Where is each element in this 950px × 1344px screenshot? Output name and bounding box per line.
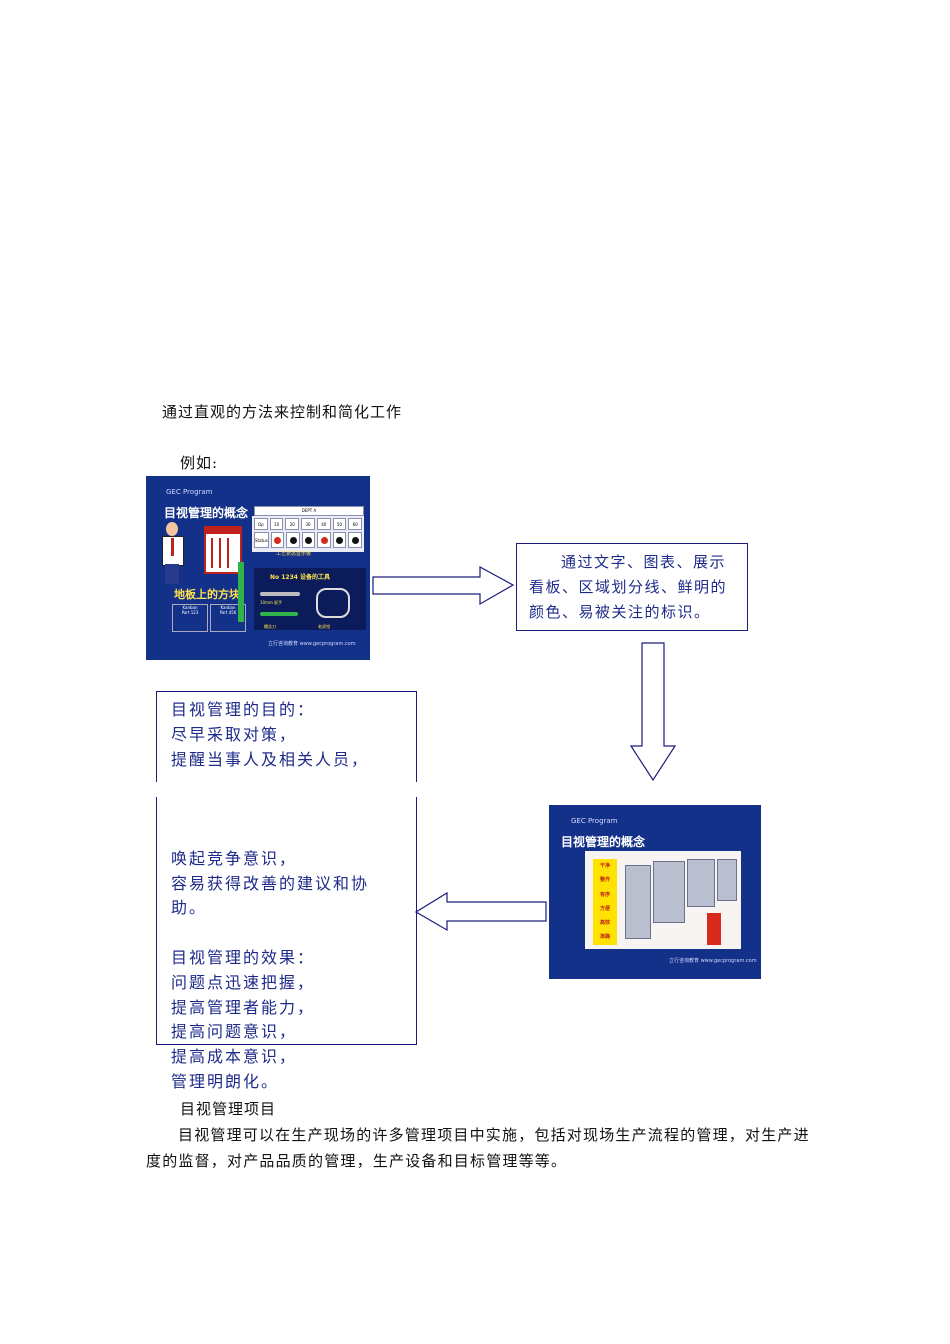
- storage-rack: [653, 861, 685, 923]
- tool-board-header: No 1234 设备的工具: [270, 574, 331, 581]
- box-text-line: [171, 797, 407, 822]
- storage-rack: [625, 865, 651, 939]
- principle-item: 有序: [599, 891, 610, 898]
- box-text-line: 目视管理的目的：: [171, 700, 316, 719]
- box-text-line: 目视管理的效果：: [171, 947, 316, 967]
- box-text-line: 问题点迅速把握，: [171, 972, 316, 992]
- box-text-line: 提高问题意识，: [171, 1022, 298, 1042]
- slide1-title: 目视管理的概念: [164, 506, 249, 520]
- purpose-effect-box: 目视管理的目的： 尽早采取对策， 提醒当事人及相关人员， 唤起竞争意识， 容易获得改善的…: [156, 691, 417, 1091]
- slide-image-1: GEC Program 目视管理的概念 DEPT A Op 10 20 30 4…: [146, 476, 370, 660]
- tool-label: 螺丝刀: [264, 624, 276, 629]
- board-caption: 工艺状态显示板: [276, 551, 312, 557]
- section-title: 目视管理项目: [180, 1100, 277, 1118]
- presenter-figure: [160, 522, 184, 584]
- arrow-left: [414, 891, 547, 932]
- board-op: 60: [348, 518, 363, 530]
- board-op: 30: [301, 518, 315, 530]
- floor-line: [238, 562, 244, 622]
- description-text: 通过文字、图表、展示看板、区域划分线、鲜明的颜色、易被关注的标识。: [529, 553, 728, 621]
- board-op: 40: [316, 518, 331, 530]
- principle-item: 准确: [599, 934, 610, 941]
- storage-rack: [687, 859, 715, 907]
- tool-label: 老虎钳: [318, 624, 330, 629]
- box-text-line: 唤起竞争意识，: [171, 848, 298, 868]
- board-op: 50: [332, 518, 347, 530]
- principle-list: 干净 整齐 有序 方便 高效 准确: [593, 859, 617, 945]
- status-dot: [317, 532, 331, 548]
- slide2-brand: GEC Program: [571, 817, 618, 825]
- board-op: 20: [285, 518, 300, 530]
- purpose-effect-text: 目视管理的目的： 尽早采取对策， 提醒当事人及相关人员， 唤起竞争意识， 容易获得改善的…: [171, 698, 407, 1095]
- principle-item: 整齐: [599, 877, 610, 884]
- box-text-line: 尽早采取对策，: [171, 724, 298, 744]
- production-chart-figure: [204, 526, 242, 574]
- box-text-line: [171, 921, 407, 946]
- box-text-line: 管理明朗化。: [171, 1071, 280, 1091]
- arrow-down: [629, 642, 677, 782]
- principle-item: 高效: [599, 920, 610, 927]
- board-status-label: Status: [254, 532, 269, 548]
- tool-label: 10mm 扳手: [260, 600, 283, 605]
- kanban-card: Kanban Part 456: [210, 604, 246, 632]
- slide1-brand: GEC Program: [166, 488, 213, 496]
- box-text-line: 助。: [171, 898, 208, 918]
- status-dot: [348, 532, 363, 548]
- box-text-line: 容易获得改善的建议和协: [171, 873, 370, 893]
- slide2-footer: 立行咨询教育 www.gecprogram.com: [669, 958, 757, 964]
- status-board: Op 10 20 30 40 50 60 Status: [252, 516, 364, 552]
- status-dot: [286, 532, 300, 548]
- description-box: 通过文字、图表、展示看板、区域划分线、鲜明的颜色、易被关注的标识。: [516, 543, 748, 631]
- board-op: 10: [269, 518, 284, 530]
- box-text-line: 提高成本意识，: [171, 1047, 298, 1067]
- status-dot: [301, 532, 316, 548]
- arrow-right: [372, 565, 515, 606]
- board-op-label: Op: [254, 518, 268, 530]
- box-text-line: 提醒当事人及相关人员，: [171, 749, 370, 769]
- board-header: DEPT A: [254, 506, 364, 516]
- storage-rack: [717, 859, 737, 901]
- section-body: 目视管理可以在生产现场的许多管理项目中实施，包括对现场生产流程的管理，对生产进度…: [146, 1126, 810, 1170]
- tool-board: [254, 568, 366, 630]
- floor-caption: 地板上的方块: [174, 588, 240, 601]
- status-dot: [270, 532, 285, 548]
- red-cabinet: [707, 913, 721, 945]
- intro-text: 通过直观的方法来控制和简化工作: [162, 403, 403, 421]
- principle-item: 干净: [599, 863, 610, 869]
- status-dot: [332, 532, 347, 548]
- slide-image-2: GEC Program 目视管理的概念 干净 整齐 有序 方便 高效 准确 立行…: [549, 805, 761, 979]
- slide2-title: 目视管理的概念: [561, 835, 646, 849]
- principle-item: 方便: [599, 905, 610, 912]
- kanban-card: Kanban Part 123: [172, 604, 208, 632]
- example-label: 例如:: [180, 454, 219, 472]
- slide1-footer: 立行咨询教育 www.gecprogram.com: [268, 641, 356, 647]
- box-text-line: [171, 822, 407, 847]
- page-break-gap: [150, 782, 422, 797]
- box-text-line: 提高管理者能力，: [171, 997, 316, 1017]
